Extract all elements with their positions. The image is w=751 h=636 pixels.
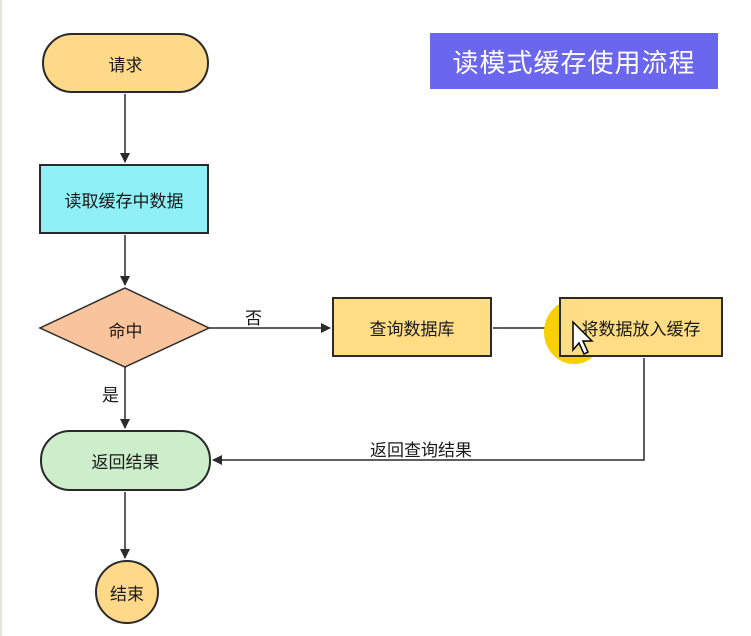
query-db-node: 查询数据库: [332, 297, 492, 357]
decision-hit-label: 命中: [108, 321, 143, 342]
edge-label-return-query-result: 返回查询结果: [370, 441, 472, 461]
return-result-node: 返回结果: [40, 430, 211, 491]
end-node: 结束: [95, 560, 159, 624]
diagram-title: 读模式缓存使用流程: [430, 33, 718, 89]
start-node: 请求: [42, 33, 209, 93]
mouse-cursor-icon: [572, 320, 594, 356]
read-cache-node: 读取缓存中数据: [39, 164, 209, 234]
arrow-put-cache-to-return: [212, 358, 645, 465]
edge-label-no: 否: [245, 309, 262, 329]
edge-label-yes: 是: [102, 386, 119, 406]
